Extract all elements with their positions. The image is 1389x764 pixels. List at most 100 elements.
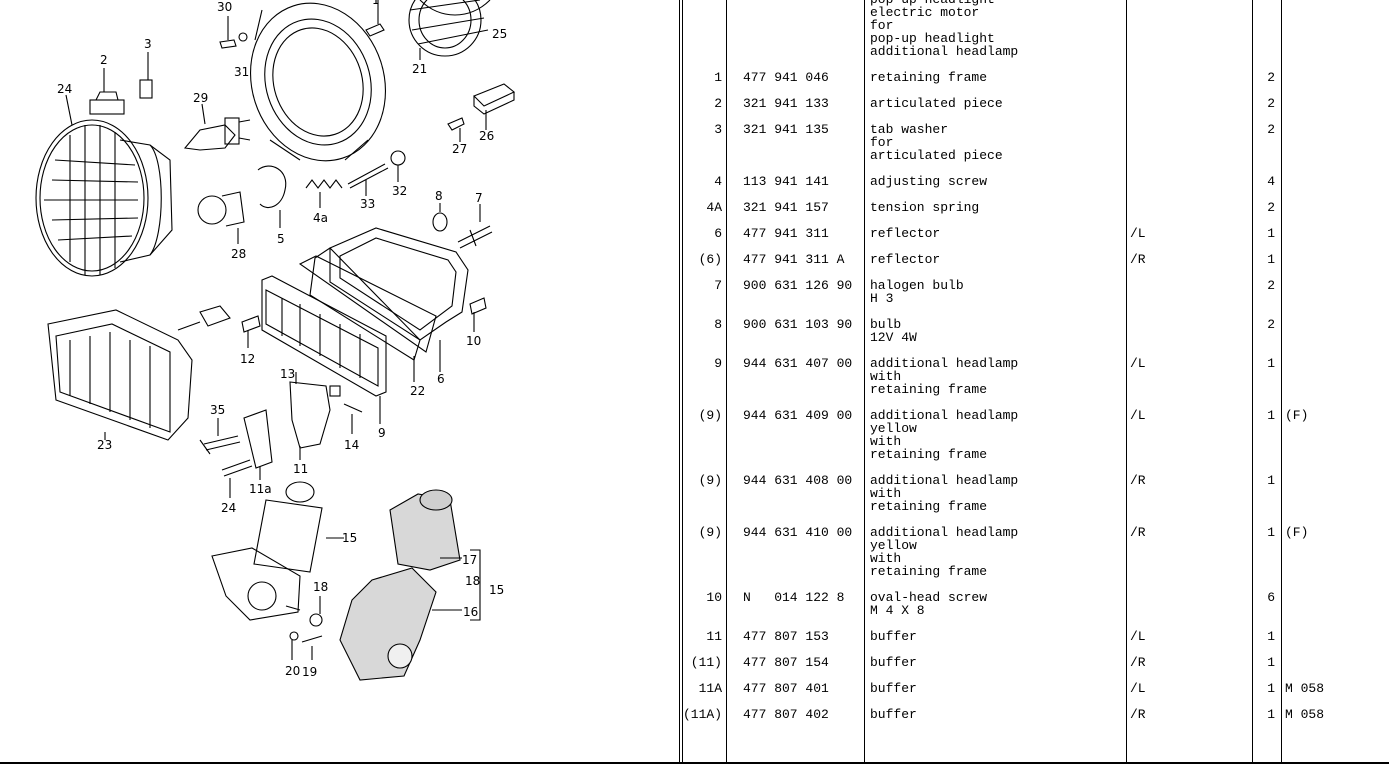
part-electric-motor-illustration bbox=[211, 481, 323, 643]
description-cell: additional headlamp with retaining frame bbox=[870, 356, 1019, 397]
position-cell: 9 bbox=[714, 356, 722, 371]
part-clip-illustration bbox=[139, 79, 153, 99]
quantity-cell: 2 bbox=[1267, 70, 1275, 85]
position-cell: (11) bbox=[690, 655, 722, 670]
column-divider bbox=[1252, 0, 1253, 764]
part-halogen-bulb-illustration bbox=[183, 117, 251, 151]
position-cell: 4 bbox=[714, 174, 722, 189]
callout-label: 18 bbox=[313, 580, 328, 594]
callout-label: 6 bbox=[437, 372, 445, 386]
part-number-cell: 477 941 046 bbox=[743, 70, 829, 85]
callout-label: 11a bbox=[249, 482, 272, 496]
callout-label: 29 bbox=[193, 91, 208, 105]
callout-label: 8 bbox=[435, 189, 443, 203]
position-cell: 8 bbox=[714, 317, 722, 332]
description-cell: tab washer for articulated piece bbox=[870, 122, 1003, 163]
callout-label: 1 bbox=[372, 0, 380, 7]
part-number-cell: 113 941 141 bbox=[743, 174, 829, 189]
position-cell: 11 bbox=[706, 629, 722, 644]
callout-label: 28 bbox=[231, 247, 246, 261]
callout-label: 11 bbox=[293, 462, 308, 476]
part-number-cell: 944 631 410 00 bbox=[743, 525, 853, 540]
part-number-cell: 477 941 311 bbox=[743, 226, 829, 241]
callout-label: 35 bbox=[210, 403, 225, 417]
callout-label: 24 bbox=[221, 501, 236, 515]
column-divider bbox=[864, 0, 865, 764]
description-cell: tension spring bbox=[870, 200, 980, 215]
callout-label: 27 bbox=[452, 142, 467, 156]
callout-label: 14 bbox=[344, 438, 359, 452]
callout-label: 5 bbox=[277, 232, 285, 246]
part-number-cell: N 014 122 8 bbox=[743, 590, 845, 605]
part-rectangular-headlamp-illustration bbox=[47, 309, 193, 441]
part-motor-cover-illustration bbox=[339, 489, 461, 681]
column-divider bbox=[726, 0, 727, 764]
position-cell: 3 bbox=[714, 122, 722, 137]
remark-cell: /L bbox=[1130, 356, 1146, 371]
callout-label: 31 bbox=[234, 65, 249, 79]
callout-label: 21 bbox=[412, 62, 427, 76]
quantity-cell: 1 bbox=[1267, 473, 1275, 488]
callout-label: 4a bbox=[313, 211, 328, 225]
callout-label: 7 bbox=[475, 191, 483, 205]
description-cell: buffer bbox=[870, 655, 917, 670]
description-cell: buffer bbox=[870, 629, 917, 644]
description-cell: adjusting screw bbox=[870, 174, 988, 189]
description-cell: additional headlamp yellow with retainin… bbox=[870, 525, 1019, 579]
callout-label: 22 bbox=[410, 384, 425, 398]
callout-label: 19 bbox=[302, 665, 317, 679]
callout-label: 15 bbox=[342, 531, 357, 545]
description-cell: bulb 12V 4W bbox=[870, 317, 917, 345]
description-cell: additional headlamp with retaining frame bbox=[870, 473, 1019, 514]
description-cell: buffer bbox=[870, 707, 917, 722]
part-retaining-frame-illustration bbox=[249, 2, 387, 162]
callout-label: 16 bbox=[463, 605, 478, 619]
position-cell: (11A) bbox=[683, 707, 723, 722]
description-cell: reflector bbox=[870, 252, 941, 267]
part-number-cell: 321 941 133 bbox=[743, 96, 829, 111]
part-number-cell: 900 631 103 90 bbox=[743, 317, 853, 332]
part-round-headlamp-illustration bbox=[35, 68, 173, 277]
description-cell: halogen bulb H 3 bbox=[870, 278, 964, 306]
position-cell: 7 bbox=[714, 278, 722, 293]
quantity-cell: 1 bbox=[1267, 681, 1275, 696]
exploded-parts-diagram: 30 1 25 3 2 31 21 24 29 26 27 32 4a 33 8… bbox=[35, 0, 516, 681]
position-cell: 6 bbox=[714, 226, 722, 241]
callout-label: 32 bbox=[392, 184, 407, 198]
remark-cell: /R bbox=[1130, 525, 1146, 540]
position-cell: (6) bbox=[698, 252, 722, 267]
quantity-cell: 1 bbox=[1267, 655, 1275, 670]
quantity-cell: 1 bbox=[1267, 707, 1275, 722]
part-number-cell: 477 807 402 bbox=[743, 707, 829, 722]
part-number-cell: 477 807 154 bbox=[743, 655, 829, 670]
description-cell: articulated piece bbox=[870, 96, 1003, 111]
remark-cell: /R bbox=[1130, 252, 1146, 267]
part-reflector-illustration bbox=[309, 227, 469, 361]
callout-label: 15 bbox=[489, 583, 504, 597]
note-cell: M 058 bbox=[1285, 707, 1325, 722]
part-number-cell: 944 631 408 00 bbox=[743, 473, 853, 488]
callout-label: 17 bbox=[462, 553, 477, 567]
position-cell: (9) bbox=[698, 473, 722, 488]
part-number-cell: 944 631 409 00 bbox=[743, 408, 853, 423]
callout-label: 18 bbox=[465, 574, 480, 588]
description-cell: pop-up headlight electric motor for pop-… bbox=[870, 0, 1019, 59]
quantity-cell: 1 bbox=[1267, 226, 1275, 241]
callout-label: 13 bbox=[280, 367, 295, 381]
callout-label: 25 bbox=[492, 27, 507, 41]
description-cell: oval-head screw M 4 X 8 bbox=[870, 590, 988, 618]
part-number-cell: 900 631 126 90 bbox=[743, 278, 853, 293]
position-cell: (9) bbox=[698, 408, 722, 423]
quantity-cell: 2 bbox=[1267, 278, 1275, 293]
quantity-cell: 6 bbox=[1267, 590, 1275, 605]
note-cell: M 058 bbox=[1285, 681, 1325, 696]
description-cell: retaining frame bbox=[870, 70, 988, 85]
part-number-cell: 477 807 401 bbox=[743, 681, 829, 696]
position-cell: 1 bbox=[714, 70, 722, 85]
position-cell: 11A bbox=[698, 681, 722, 696]
quantity-cell: 4 bbox=[1267, 174, 1275, 189]
remark-cell: /L bbox=[1130, 226, 1146, 241]
remark-cell: /L bbox=[1130, 681, 1146, 696]
part-rubber-boot-illustration bbox=[408, 0, 491, 57]
column-divider bbox=[1281, 0, 1282, 764]
